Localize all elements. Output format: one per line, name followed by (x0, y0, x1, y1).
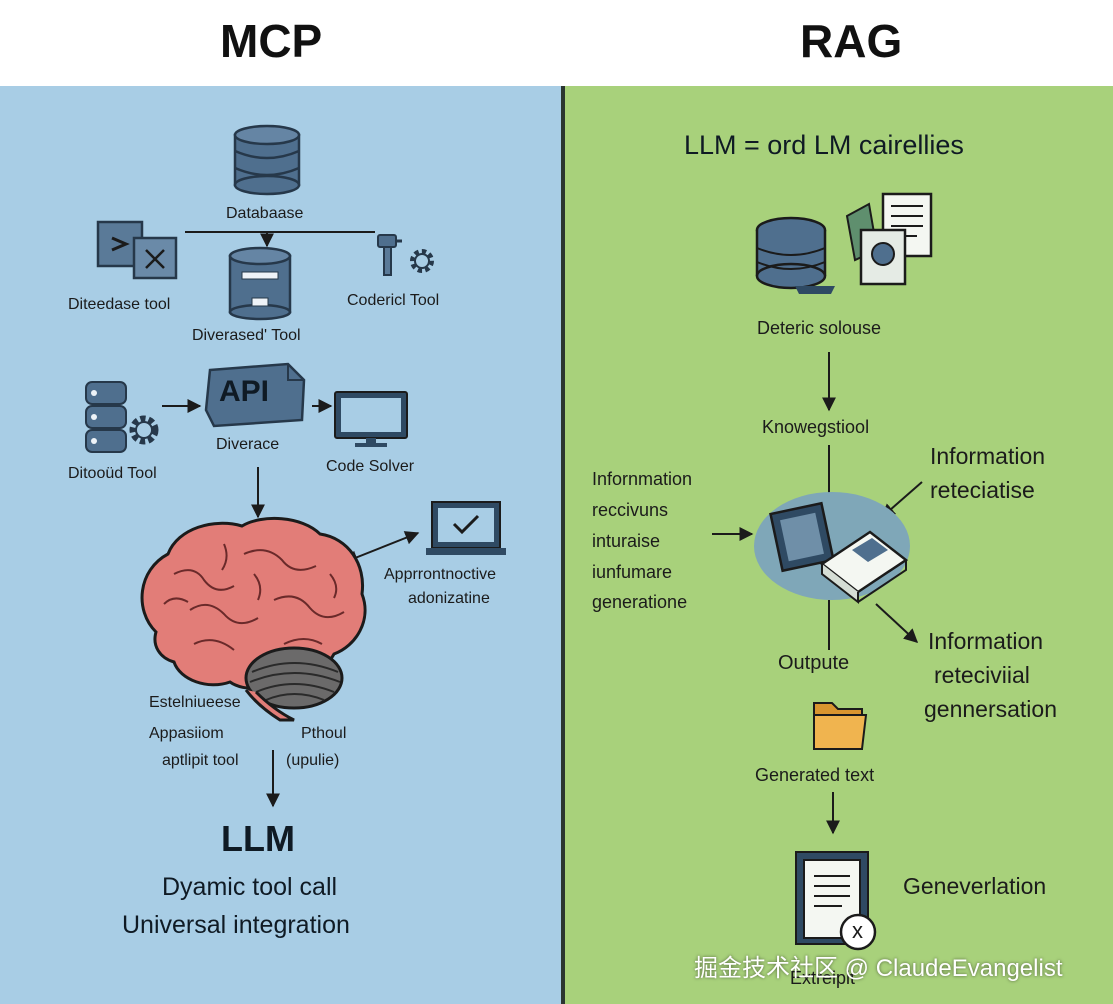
data-source-icon (755, 192, 933, 294)
rag-heading: LLM = ord LM cairellies (684, 130, 964, 160)
brain-label-1: Estelniueese (149, 694, 241, 711)
extract-label: Extreipit (790, 968, 856, 988)
info-left-1: Infornmation (592, 469, 693, 489)
rag-title: RAG (800, 15, 903, 67)
tool-right-label: Codericl Tool (347, 292, 440, 309)
database-tool-icon (228, 246, 292, 321)
cursor-window-icon (96, 220, 178, 280)
watermark: 掘金技术社区 @ ClaudeEvangelist (694, 955, 1063, 982)
mcp-footer-1: Dyamic tool call (162, 873, 338, 901)
info-right-bottom-2: reteciviial (934, 662, 1030, 688)
generation-label: Geneverlation (903, 873, 1047, 899)
laptop-check-icon (426, 501, 506, 555)
api-caption: Diverace (216, 436, 280, 453)
database-label: Databaase (226, 205, 304, 222)
source-label: Deteric solouse (757, 318, 882, 338)
info-left-5: generatione (592, 592, 688, 612)
approx-line-2: adonizatine (408, 590, 490, 607)
info-left-3: inturaise (592, 531, 661, 551)
mcp-footer-2: Universal integration (122, 911, 350, 939)
tool-db-label: Ditooüd Tool (68, 465, 157, 482)
info-right-bottom-arrow (875, 603, 919, 643)
tool-center-label: Diverased' Tool (192, 327, 301, 344)
brain-label-4: Pthoul (301, 725, 347, 742)
brain-label-3: aptlipit tool (162, 752, 239, 769)
info-right-bottom-3: gennersation (924, 696, 1057, 722)
info-right-bottom-1: Information (928, 628, 1044, 654)
api-icon (204, 362, 306, 428)
tool-left-label: Diteedase tool (68, 296, 171, 313)
panel-divider (561, 86, 565, 1004)
document-badge-symbol: x (852, 918, 863, 943)
info-left-2: reccivuns (592, 500, 669, 520)
llm-label: LLM (221, 818, 295, 859)
info-left-4: iunfumare (592, 562, 673, 582)
brain-monitor-arrow (343, 531, 420, 564)
api-label: API (219, 375, 270, 408)
document-icon (795, 851, 877, 951)
wrench-gear-icon (377, 234, 434, 276)
header: MCP RAG (0, 0, 1113, 86)
mcp-title: MCP (220, 15, 323, 67)
database-gear-icon (85, 381, 159, 453)
folder-icon (813, 702, 868, 750)
retrieval-hub-icon (754, 492, 910, 605)
approx-line-1: Apprrontnoctive (384, 566, 497, 583)
code-solver-label: Code Solver (326, 458, 415, 475)
output-label: Outpute (778, 652, 850, 674)
monitor-icon (334, 391, 408, 447)
brain-label-2: Appasiiom (149, 725, 224, 742)
brain-icon (140, 516, 367, 722)
info-right-top-1: Information (930, 443, 1046, 469)
info-right-top-2: reteciatise (930, 477, 1035, 503)
database-icon (233, 124, 301, 196)
generated-label: Generated text (755, 765, 875, 785)
brain-label-5: (upulie) (286, 752, 340, 769)
knowledge-label: Knowegstiool (762, 417, 870, 437)
